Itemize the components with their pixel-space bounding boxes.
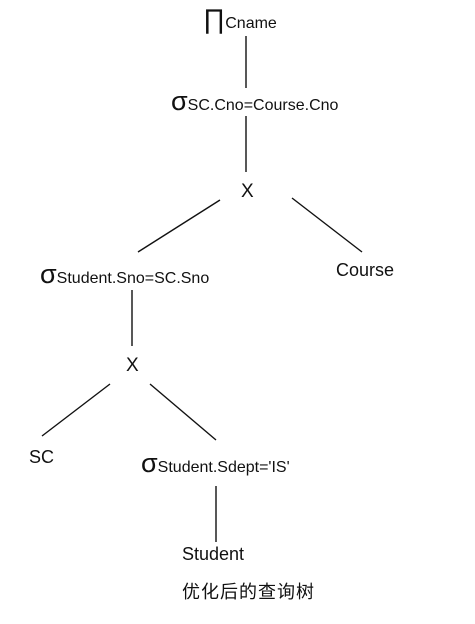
- select-sno-condition: Student.Sno=SC.Sno: [56, 270, 210, 287]
- sc-node: SC: [29, 447, 55, 467]
- diagram-caption: 优化后的查询树: [182, 582, 315, 603]
- select-course-node: σSC.Cno=Course.Cno: [171, 88, 338, 115]
- edge-join-bottom-to-sc: [41, 383, 111, 437]
- course-node: Course: [336, 260, 395, 280]
- edge-join-top-to-course: [291, 197, 363, 253]
- join-bottom-node: X: [126, 355, 139, 376]
- select-dept-node: σStudent.Sdept='IS': [141, 450, 290, 477]
- select-dept-condition: Student.Sdept='IS': [157, 459, 290, 476]
- projection-node: ∏Cname: [203, 6, 277, 33]
- student-node: Student: [182, 544, 245, 564]
- sigma-symbol: σ: [141, 448, 158, 478]
- pi-symbol: ∏: [203, 4, 226, 34]
- join-top-node: X: [241, 181, 254, 202]
- select-sno-node: σStudent.Sno=SC.Sno: [40, 261, 209, 288]
- sigma-symbol: σ: [40, 259, 57, 289]
- edge-join-bottom-to-select-dept: [149, 383, 217, 441]
- select-course-condition: SC.Cno=Course.Cno: [187, 97, 339, 114]
- projection-attribute: Cname: [225, 15, 277, 32]
- sigma-symbol: σ: [171, 86, 188, 116]
- edge-join-top-to-select-sno: [137, 199, 221, 253]
